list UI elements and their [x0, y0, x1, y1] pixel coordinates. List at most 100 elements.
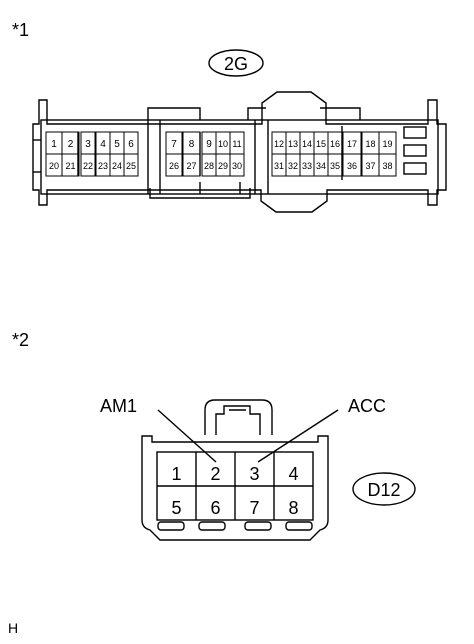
connector-2g-pin: 25: [123, 153, 139, 177]
connector-2g-pin-label: 10: [218, 139, 228, 149]
connector-d12-pin-label: 4: [288, 464, 298, 484]
connector-2g-pin: 1: [45, 131, 63, 155]
callout-am1-leader: [157, 409, 217, 463]
connector-2g-pin-label: 31: [274, 161, 284, 171]
connector-2g-pin-label: 13: [288, 139, 298, 149]
connector-2g-pin: 23: [95, 153, 111, 177]
connector-d12-latch-inner: [215, 405, 261, 435]
connector-2g-code-oval: [208, 49, 264, 77]
connector-2g-pin-label: 12: [274, 139, 284, 149]
connector-d12-pin-label: 5: [171, 498, 181, 518]
connector-2g-pin: 11: [229, 131, 245, 155]
connector-2g-pin-label: 32: [288, 161, 298, 171]
figure2-marker: *2: [12, 330, 30, 350]
connector-2g-pin-label: 21: [65, 161, 75, 171]
connector-2g-pin-label: 7: [171, 139, 177, 150]
connector-d12: [141, 399, 416, 541]
connector-2g-pin: 21: [61, 153, 80, 177]
connector-2g-pin: 22: [80, 153, 96, 177]
connector-d12-pin-label: 7: [249, 498, 259, 518]
callout-acc-label: ACC: [348, 396, 386, 416]
connector-2g-pin: 10: [215, 131, 231, 155]
connector-2g-pin: 5: [109, 131, 125, 155]
connector-d12-housing: [141, 435, 329, 541]
connector-d12-code-oval: [352, 472, 416, 506]
connector-2g-housing: [32, 91, 447, 213]
connector-2g-pin: 30: [229, 153, 245, 177]
callout-am1-label: AM1: [100, 396, 137, 416]
connector-2g-lock-mid: [247, 107, 266, 120]
connector-2g-pin: 6: [123, 131, 139, 155]
connector-d12-pin-label: 3: [249, 464, 259, 484]
connector-2g-pin: 28: [201, 153, 217, 177]
connector-2g-pin-label: 6: [128, 139, 134, 150]
connector-2g-pin-label: 9: [206, 139, 212, 150]
connector-2g-pin: 20: [45, 153, 63, 177]
connector-2g-pin-label: 28: [204, 161, 214, 171]
connector-2g-pin: 24: [109, 153, 125, 177]
connector-2g-pin-label: 8: [189, 139, 195, 150]
connector-2g-pin-label: 23: [98, 161, 108, 171]
connector-d12-pin-label: 8: [288, 498, 298, 518]
connector-2g-pin-label: 15: [316, 139, 326, 149]
connector-2g-pin-label: 37: [365, 161, 375, 171]
connector-2g-pin-label: 2: [68, 139, 74, 150]
connector-2g-code: 2G: [224, 54, 248, 74]
connector-2g-pin: 34: [313, 153, 329, 177]
connector-d12-key-1: [157, 521, 185, 531]
connector-2g-lock-right: [320, 107, 361, 120]
connector-d12-pin-label: 6: [210, 498, 220, 518]
connector-2g-pin-label: 19: [382, 139, 392, 149]
connector-2g-lock-left: [147, 107, 201, 120]
connector-2g-pin: 38: [378, 153, 397, 177]
connector-2g-pin: 3: [80, 131, 96, 155]
connector-2g-pin: 33: [299, 153, 315, 177]
connector-2g-pin: 12: [271, 131, 287, 155]
connector-2g-pin-label: 16: [330, 139, 340, 149]
connector-2g-pin: 9: [201, 131, 217, 155]
connector-d12-key-3: [244, 521, 272, 531]
connector-2g-pin-label: 1: [51, 139, 57, 150]
connector-2g-pin-label: 18: [365, 139, 375, 149]
connector-2g-pin: 4: [95, 131, 111, 155]
callout-acc-leader: [257, 409, 339, 463]
connector-2g-pin-label: 34: [316, 161, 326, 171]
connector-2g-pin-label: 35: [330, 161, 340, 171]
connector-2g-pin-label: 11: [232, 139, 241, 149]
footer-code: H: [8, 620, 19, 636]
connector-2g-pin-label: 25: [126, 161, 136, 171]
connector-2g-pin: 31: [271, 153, 287, 177]
connector-2g-pin: 2: [61, 131, 80, 155]
connector-d12-key-2: [198, 521, 226, 531]
connector-2g-pin: 14: [299, 131, 315, 155]
connector-2g: [32, 49, 447, 213]
connector-2g-pin: 26: [165, 153, 183, 177]
connector-2g-pin-label: 4: [100, 139, 106, 150]
connector-2g-pin: 36: [342, 153, 362, 177]
connector-2g-slot-2: [403, 144, 427, 157]
connector-2g-pin: 18: [361, 131, 380, 155]
connector-2g-slot-1: [403, 126, 427, 139]
connector-2g-slot-3: [403, 162, 427, 175]
connector-2g-pin: 37: [361, 153, 380, 177]
figure1-marker: *1: [12, 20, 30, 40]
connector-2g-pin: 17: [342, 131, 362, 155]
connector-2g-pin-label: 27: [186, 161, 196, 171]
connector-2g-pin-label: 5: [114, 139, 120, 150]
connector-2g-pin-label: 30: [232, 161, 242, 171]
connector-d12-key-4: [285, 521, 313, 531]
connector-2g-pin: 32: [285, 153, 301, 177]
connector-2g-pin-label: 20: [49, 161, 59, 171]
connector-2g-pin: 15: [313, 131, 329, 155]
connector-2g-pin: 27: [182, 153, 201, 177]
connector-2g-pin: 8: [182, 131, 201, 155]
connector-2g-pin-label: 3: [85, 139, 91, 150]
connector-2g-pin: 19: [378, 131, 397, 155]
connector-2g-pin-label: 14: [302, 139, 312, 149]
connector-d12-pin-label: 2: [210, 464, 220, 484]
connector-d12-code: D12: [367, 480, 400, 500]
connector-d12-latch-outer: [204, 399, 273, 435]
